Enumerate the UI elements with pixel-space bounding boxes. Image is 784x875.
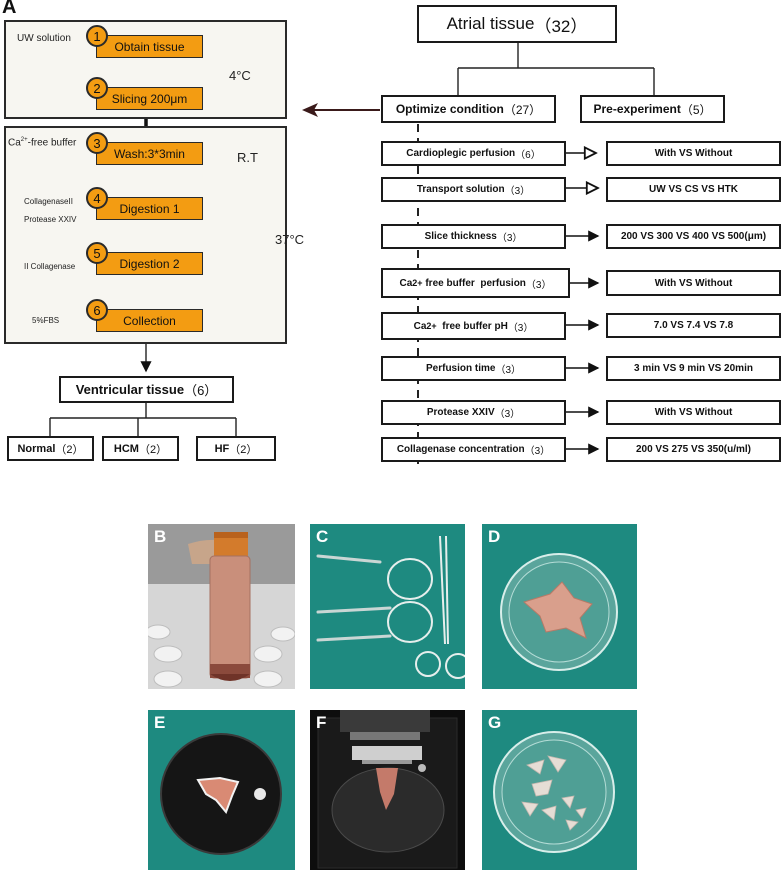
ventricular-tissue-box: Ventricular tissue（6） xyxy=(59,376,234,403)
step-number-badge: 3 xyxy=(86,132,108,154)
uw-solution-label: UW solution xyxy=(17,33,71,44)
photo-d-tissue-dish: D xyxy=(482,524,637,689)
photo-letter: C xyxy=(316,527,329,546)
fbs-label: 5%FBS xyxy=(32,316,60,325)
ventricular-hf-box: HF（2） xyxy=(196,436,276,461)
photo-letter: E xyxy=(154,713,166,732)
result-cardioplegic-perfusion: With VS Without xyxy=(606,141,781,166)
ventricular-normal-box: Normal（2） xyxy=(7,436,94,461)
step-label: Slicing 200μm xyxy=(111,91,188,106)
photo-letter: G xyxy=(488,713,502,732)
step-box-digestion-1: Digestion 1 xyxy=(96,197,203,220)
instruments-illustration xyxy=(310,524,465,689)
result-transport-solution: UW VS CS VS HTK xyxy=(606,177,781,202)
panel-letter-a: A xyxy=(2,0,17,18)
condition-protease-xxiv: Protease XXIV（3） xyxy=(381,400,566,425)
pre-experiment-box: Pre-experiment（5） xyxy=(580,95,725,123)
step-number-badge: 1 xyxy=(86,25,108,47)
result-slice-thickness: 200 VS 300 VS 400 VS 500(μm) xyxy=(606,224,781,249)
step-label: Obtain tissue xyxy=(114,39,185,54)
step-box-collection: Collection xyxy=(96,309,203,332)
result-ca-free-ph: 7.0 VS 7.4 VS 7.8 xyxy=(606,313,781,338)
result-ca-free-perfusion: With VS Without xyxy=(606,270,781,296)
photo-c-instruments: C xyxy=(310,524,465,689)
temperature-rt: R.T xyxy=(237,150,258,165)
step-label: Collection xyxy=(123,313,176,328)
vibratome-illustration xyxy=(310,710,465,870)
photo-letter: B xyxy=(154,527,167,546)
condition-collagenase-concentration: Collagenase concentration（3） xyxy=(381,437,566,462)
result-collagenase-concentration: 200 VS 275 VS 350(u/ml) xyxy=(606,437,781,462)
step-number-badge: 4 xyxy=(86,187,108,209)
temperature-4c: 4°C xyxy=(229,68,251,83)
tissue-dish-illustration xyxy=(482,524,637,689)
tissue-slices-illustration xyxy=(482,710,637,870)
ventricular-hcm-box: HCM（2） xyxy=(102,436,179,461)
step-box-slicing: Slicing 200μm xyxy=(96,87,203,110)
condition-cardioplegic-perfusion: Cardioplegic perfusion（6） xyxy=(381,141,566,166)
photo-b-tissue-tube: B xyxy=(148,524,295,689)
result-perfusion-time: 3 min VS 9 min VS 20min xyxy=(606,356,781,381)
step-label: Digestion 1 xyxy=(119,201,180,216)
atrial-tissue-box: Atrial tissue（32） xyxy=(417,5,617,43)
step-box-obtain-tissue: Obtain tissue xyxy=(96,35,203,58)
temperature-37c: 37°C xyxy=(275,232,305,247)
condition-perfusion-time: Perfusion time（3） xyxy=(381,356,566,381)
step-label: Wash:3*3min xyxy=(114,146,185,161)
condition-transport-solution: Transport solution（3） xyxy=(381,177,566,202)
ii-collagenase-label: II Collagenase xyxy=(24,262,76,271)
photo-letter: F xyxy=(316,713,327,732)
step-box-wash: Wash:3*3min xyxy=(96,142,203,165)
result-protease-xxiv: With VS Without xyxy=(606,400,781,425)
photo-e-tissue-on-disc: E xyxy=(148,710,295,870)
optimize-condition-box: Optimize condition（27） xyxy=(381,95,556,123)
condition-slice-thickness: Slice thickness（3） xyxy=(381,224,566,249)
collagenase-label: CollagenaseII xyxy=(24,197,73,206)
photo-letter: D xyxy=(488,527,501,546)
step-label: Digestion 2 xyxy=(119,256,180,271)
protease-label: Protease XXIV xyxy=(24,215,77,224)
ca-free-buffer-label: Ca2+-free buffer xyxy=(8,137,77,149)
step-box-digestion-2: Digestion 2 xyxy=(96,252,203,275)
step-number-badge: 6 xyxy=(86,299,108,321)
disc-illustration xyxy=(148,710,295,870)
photo-g-tissue-slices: G xyxy=(482,710,637,870)
step-number-badge: 2 xyxy=(86,77,108,99)
photo-f-vibratome: F xyxy=(310,710,465,870)
tube-illustration xyxy=(148,524,295,689)
step-number-badge: 5 xyxy=(86,242,108,264)
